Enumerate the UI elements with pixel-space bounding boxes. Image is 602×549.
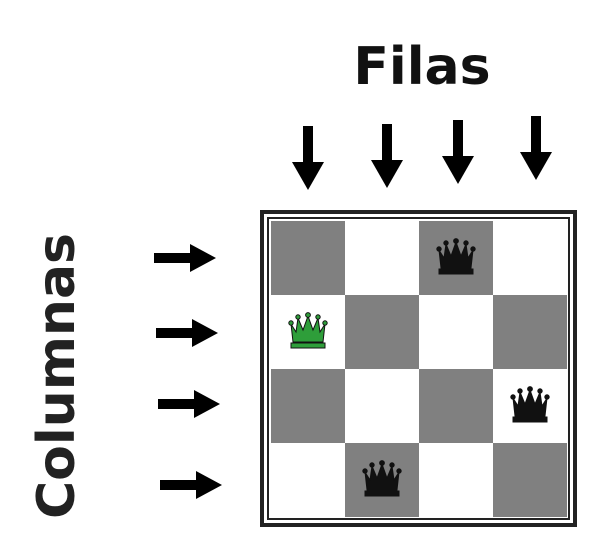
top-label: Filas: [353, 37, 490, 97]
top-arrows: [292, 116, 552, 190]
board-square: [493, 443, 567, 517]
arrow-right-icon: [160, 471, 222, 499]
arrow-down-icon: [292, 126, 324, 190]
board-inner-frame: [267, 217, 570, 520]
board-outer-frame: [260, 210, 577, 527]
board-square: [419, 295, 493, 369]
chess-board: [260, 210, 577, 527]
board-square: [345, 221, 419, 295]
side-arrows: [154, 244, 222, 499]
board-square: [419, 443, 493, 517]
board-square: [271, 443, 345, 517]
board-square: [345, 369, 419, 443]
side-label: Columnas: [27, 233, 87, 519]
board-square: [493, 221, 567, 295]
board-square: [345, 295, 419, 369]
arrow-right-icon: [158, 390, 220, 418]
arrow-down-icon: [520, 116, 552, 180]
board-square: [271, 369, 345, 443]
arrow-right-icon: [156, 319, 218, 347]
arrow-down-icon: [442, 120, 474, 184]
board-square: [493, 295, 567, 369]
board-square: [419, 369, 493, 443]
board-square: [271, 221, 345, 295]
arrow-right-icon: [154, 244, 216, 272]
arrow-down-icon: [371, 124, 403, 188]
board-squares: [271, 221, 567, 517]
